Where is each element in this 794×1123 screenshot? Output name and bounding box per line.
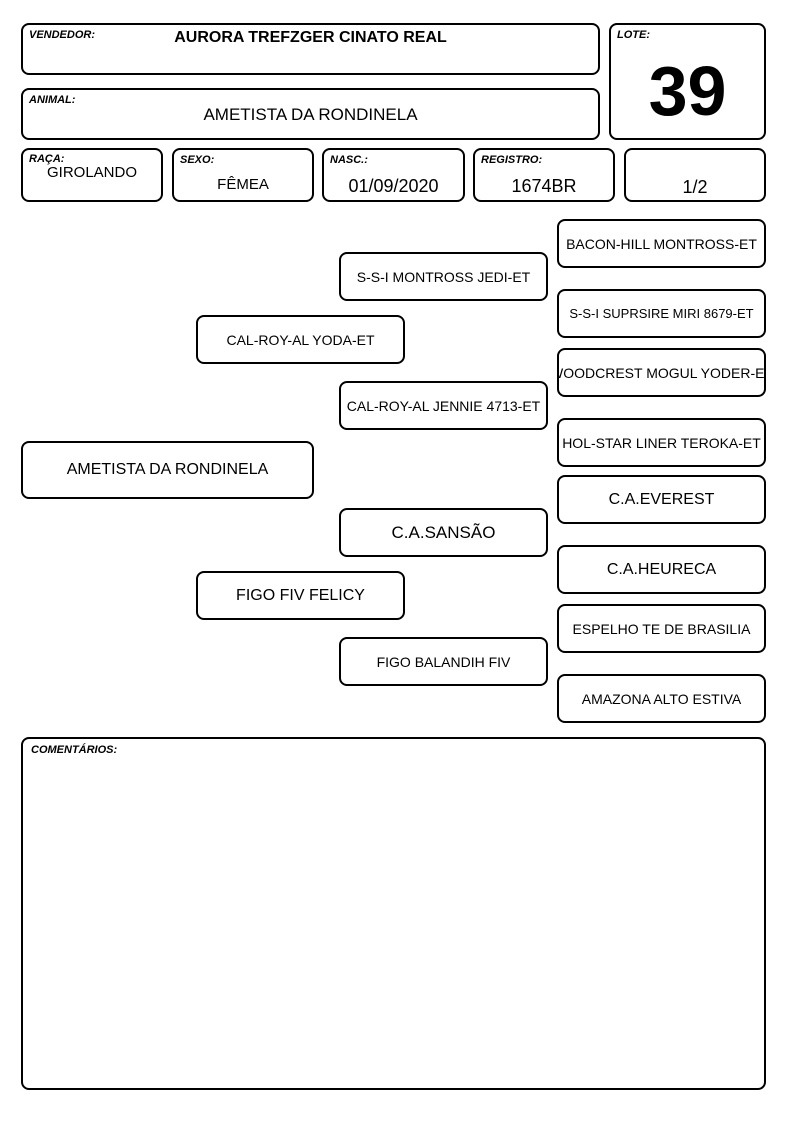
registry-label: REGISTRO: [481, 154, 543, 166]
pedigree-ggp-1: BACON-HILL MONTROSS-ET [557, 219, 766, 268]
lot-label: LOTE: [617, 29, 650, 41]
seller-name: AURORA TREFZGER CINATO REAL [174, 29, 447, 46]
pedigree-ggp-1-name: BACON-HILL MONTROSS-ET [566, 235, 757, 252]
animal-name: AMETISTA DA RONDINELA [203, 105, 418, 124]
pedigree-ggp-7: ESPELHO TE DE BRASILIA [557, 604, 766, 653]
animal-label: ANIMAL: [29, 94, 76, 106]
registry-box: REGISTRO: 1674BR [473, 148, 615, 202]
lot-number: 39 [648, 52, 727, 130]
pedigree-ggp-6-name: C.A.HEURECA [606, 560, 717, 578]
pedigree-dam-sire-name: C.A.SANSÃO [391, 522, 496, 542]
pedigree-sire: CAL-ROY-AL YODA-ET [196, 315, 405, 364]
pedigree-ggp-4-name: HOL-STAR LINER TEROKA-ET [562, 434, 761, 451]
comments-label: COMENTÁRIOS: [31, 744, 118, 756]
lot-box: LOTE: 39 [609, 23, 766, 140]
sex-box: SEXO: FÊMEA [172, 148, 314, 202]
pedigree-sire-sire: S-S-I MONTROSS JEDI-ET [339, 252, 548, 301]
pedigree-ggp-6: C.A.HEURECA [557, 545, 766, 594]
breed-box: RAÇA: GIROLANDO [21, 148, 163, 202]
pedigree-ggp-2-name: S-S-I SUPRSIRE MIRI 8679-ET [569, 306, 754, 321]
pedigree-sire-dam-name: CAL-ROY-AL JENNIE 4713-ET [346, 397, 541, 414]
pedigree-sire-name: CAL-ROY-AL YODA-ET [226, 331, 375, 348]
pedigree-sire-sire-name: S-S-I MONTROSS JEDI-ET [356, 268, 531, 285]
pedigree-ggp-5-name: C.A.EVEREST [608, 490, 715, 508]
pedigree-ggp-4: HOL-STAR LINER TEROKA-ET [557, 418, 766, 467]
seller-label: VENDEDOR: [29, 29, 96, 41]
pedigree-ggp-8-name: AMAZONA ALTO ESTIVA [581, 690, 742, 707]
page-number: 1/2 [682, 177, 708, 197]
pedigree-ggp-3-name: WOODCREST MOGUL YODER-ET [557, 364, 766, 381]
birth-label: NASC.: [330, 154, 368, 166]
pedigree-animal: AMETISTA DA RONDINELA [21, 441, 314, 499]
pedigree-ggp-7-name: ESPELHO TE DE BRASILIA [572, 620, 751, 637]
breed-label: RAÇA: [29, 153, 65, 165]
pedigree-dam-sire: C.A.SANSÃO [339, 508, 548, 557]
birth-box: NASC.: 01/09/2020 [322, 148, 465, 202]
page-box: 1/2 [624, 148, 766, 202]
birth-value: 01/09/2020 [348, 176, 439, 196]
pedigree-dam-name: FIGO FIV FELICY [236, 586, 365, 604]
seller-box: VENDEDOR: AURORA TREFZGER CINATO REAL [21, 23, 600, 75]
pedigree-animal-name: AMETISTA DA RONDINELA [66, 461, 269, 478]
pedigree-dam-dam-name: FIGO BALANDIH FIV [376, 653, 511, 670]
pedigree-ggp-8: AMAZONA ALTO ESTIVA [557, 674, 766, 723]
registry-value: 1674BR [511, 176, 577, 196]
pedigree-ggp-2: S-S-I SUPRSIRE MIRI 8679-ET [557, 289, 766, 338]
pedigree-dam: FIGO FIV FELICY [196, 571, 405, 620]
animal-box: ANIMAL: AMETISTA DA RONDINELA [21, 88, 600, 140]
comments-box[interactable]: COMENTÁRIOS: [21, 737, 766, 1090]
breed-value: GIROLANDO [46, 164, 137, 181]
pedigree-dam-dam: FIGO BALANDIH FIV [339, 637, 548, 686]
pedigree-sire-dam: CAL-ROY-AL JENNIE 4713-ET [339, 381, 548, 430]
sex-value: FÊMEA [217, 176, 269, 193]
pedigree-ggp-5: C.A.EVEREST [557, 475, 766, 524]
pedigree-ggp-3: WOODCREST MOGUL YODER-ET [557, 348, 766, 397]
sex-label: SEXO: [180, 154, 215, 166]
